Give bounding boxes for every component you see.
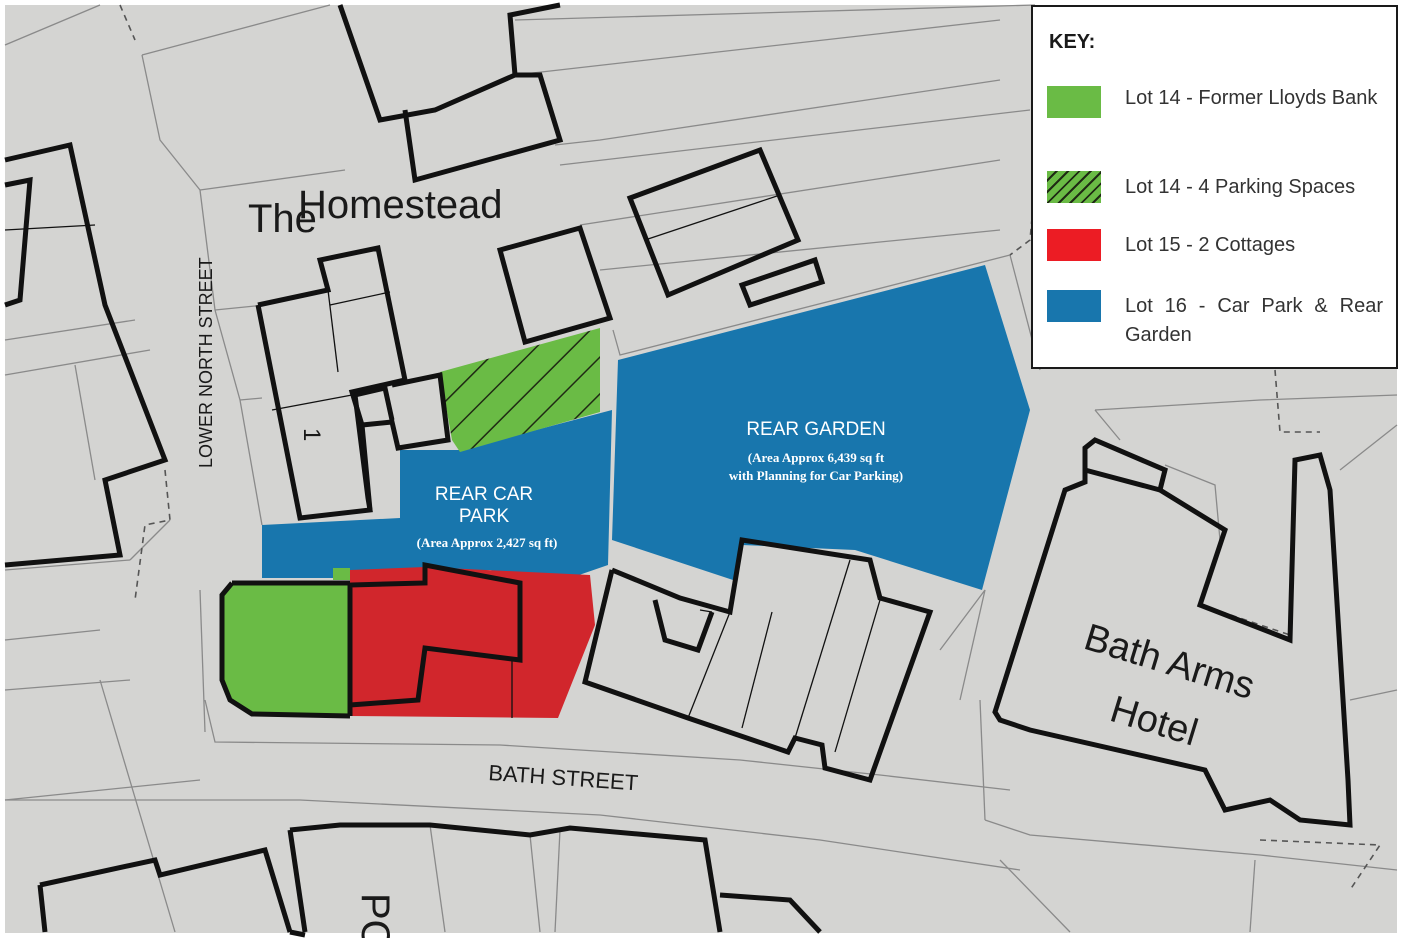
label-rear-car-park-2: PARK (459, 506, 510, 527)
rear-car-park-area (262, 410, 612, 585)
legend-label: Lot 15 - 2 Cottages (1125, 234, 1296, 256)
lot-15-cottages (350, 567, 595, 718)
parcel-boundaries (4, 4, 1398, 933)
label-rear-garden-area-2: with Planning for Car Parking) (729, 468, 903, 483)
lot-14-former-lloyds-bank (222, 583, 350, 716)
rear-garden-area (612, 265, 1030, 590)
label-homestead-prefix: The (248, 197, 317, 241)
legend-label: Lot 14 - Former Lloyds Bank (1125, 87, 1378, 109)
map-legend: KEY: Lot 14 - Former Lloyds Bank Lot 14 … (1031, 5, 1398, 369)
label-rear-car-park-1: REAR CAR (435, 484, 533, 505)
label-rear-garden: REAR GARDEN (746, 419, 885, 440)
legend-label: Lot 16 - Car Park & Rear Garden (1125, 295, 1383, 346)
legend-swatch-hatched (1047, 171, 1101, 203)
label-rear-car-park-area: (Area Approx 2,427 sq ft) (417, 535, 558, 550)
legend-swatch-red (1047, 229, 1101, 261)
label-rear-garden-area-1: (Area Approx 6,439 sq ft (748, 450, 885, 465)
legend-swatch-blue (1047, 290, 1101, 322)
legend-label: Lot 14 - 4 Parking Spaces (1125, 176, 1356, 198)
legend-swatch-green (1047, 86, 1101, 118)
legend-title: KEY: (1049, 31, 1096, 53)
label-building-number: 1 (298, 428, 325, 441)
lot-14-parking-spaces (440, 328, 600, 452)
lot-16-area (262, 265, 1030, 590)
label-partial-street: PO (353, 893, 397, 938)
label-homestead: Homestead (298, 183, 503, 227)
label-lower-north-street: LOWER NORTH STREET (196, 257, 216, 468)
